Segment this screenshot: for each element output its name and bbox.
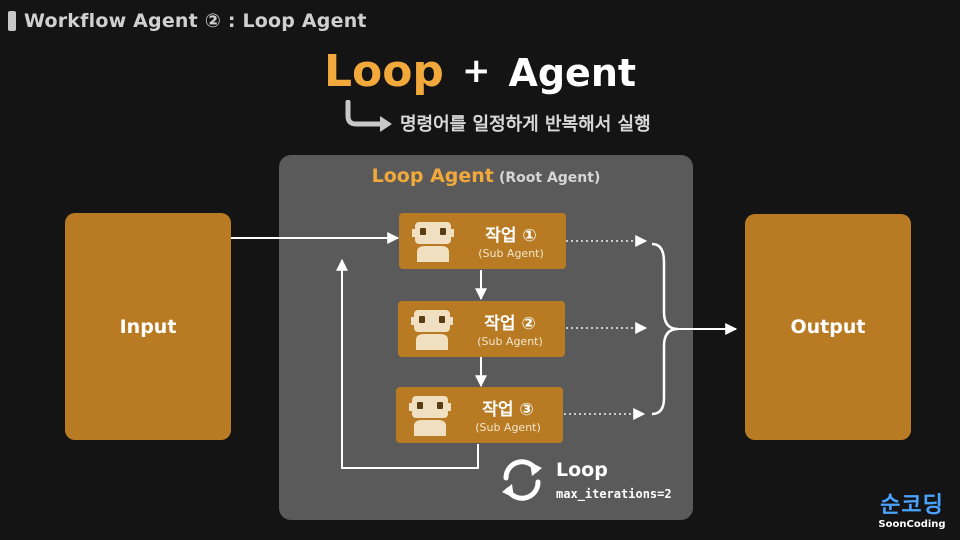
- loop-arrows-icon: [502, 459, 542, 501]
- input-label: Input: [119, 315, 177, 338]
- loop-back-arrow: [336, 258, 479, 469]
- task-label: 작업 ②: [484, 314, 536, 334]
- task-1: 작업 ① (Sub Agent): [399, 213, 566, 269]
- task-sub: (Sub Agent): [478, 247, 544, 260]
- main-title: Loop + Agent: [0, 46, 960, 97]
- robot-icon: [411, 310, 453, 350]
- task-2: 작업 ② (Sub Agent): [398, 301, 565, 357]
- robot-icon: [409, 396, 451, 436]
- robot-icon: [412, 222, 454, 262]
- root-agent-sub: (Root Agent): [498, 170, 601, 186]
- header: Workflow Agent ② : Loop Agent: [8, 8, 367, 34]
- title-loop: Loop: [323, 46, 444, 97]
- task-label: 작업 ①: [485, 226, 537, 246]
- header-title: Workflow Agent ② : Loop Agent: [24, 10, 367, 32]
- output-box: Output: [745, 214, 911, 440]
- task-3: 작업 ③ (Sub Agent): [396, 387, 563, 443]
- task-sub: (Sub Agent): [477, 335, 543, 348]
- input-box: Input: [65, 213, 231, 440]
- curved-arrow-icon: [345, 100, 392, 132]
- task-label: 작업 ③: [482, 400, 534, 420]
- subtitle: 명령어를 일정하게 반복해서 실행: [400, 114, 651, 135]
- task-sub: (Sub Agent): [475, 421, 541, 434]
- logo-sub: SoonCoding: [878, 519, 946, 530]
- merge-brace: [651, 242, 679, 416]
- title-plus: +: [461, 51, 491, 91]
- root-agent-title: Loop Agent (Root Agent): [279, 165, 693, 187]
- sooncoding-logo: 순코딩 SoonCoding: [870, 487, 954, 530]
- header-bar: [8, 11, 16, 31]
- output-label: Output: [790, 316, 866, 338]
- loop-label: Loop: [556, 459, 608, 481]
- root-agent-name: Loop Agent: [371, 165, 494, 187]
- loop-iterations: max_iterations=2: [556, 487, 672, 501]
- logo-main: 순코딩: [880, 493, 944, 518]
- title-agent: Agent: [508, 51, 637, 95]
